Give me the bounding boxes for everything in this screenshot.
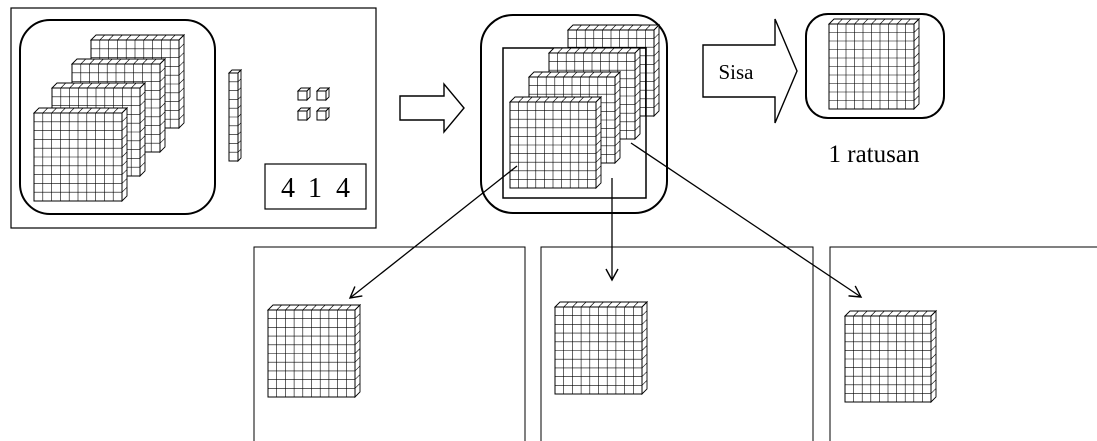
group-panel-frame (540, 246, 814, 441)
group-panel-3 (829, 246, 1097, 441)
remainder-panel (805, 13, 945, 119)
source-ones-group (296, 86, 331, 122)
sisa-block-arrow-icon (702, 18, 798, 124)
hundred-flat-icon (32, 106, 129, 203)
group-panel-2 (540, 246, 814, 441)
block-arrow-icon (399, 82, 465, 134)
remainder-holder (805, 13, 945, 119)
regroup-panel (480, 14, 668, 214)
source-hundreds-stack (32, 33, 186, 203)
source-panel-frame (10, 7, 377, 229)
unit-cube-icon (315, 86, 331, 102)
hundred-flat-icon (508, 95, 603, 190)
hundred-flat-icon (843, 309, 938, 404)
digit-ones: 4 (336, 173, 350, 204)
number-box (264, 163, 367, 210)
remainder-caption: 1 ratusan (829, 141, 920, 168)
ten-rod-icon (227, 68, 243, 163)
unit-cube-icon (315, 106, 331, 122)
group-panel-frame (253, 246, 526, 441)
group-panel-1 (253, 246, 526, 441)
digit-hundreds: 4 (281, 173, 295, 204)
hundred-flat-icon (553, 300, 649, 396)
unit-cube-icon (296, 106, 312, 122)
unit-cube-icon (296, 86, 312, 102)
digit-tens: 1 (308, 173, 322, 204)
hundreds-holder (19, 19, 216, 215)
sisa-label: Sisa (718, 60, 754, 84)
hundred-flat-icon (266, 303, 362, 399)
hundred-flat-icon (827, 17, 921, 111)
group-panel-frame (829, 246, 1097, 441)
source-panel: 4 1 4 (10, 7, 377, 229)
arrow-to-group-1 (348, 165, 518, 299)
arrow-to-group-3 (630, 142, 863, 298)
regroup-holder (480, 14, 668, 214)
